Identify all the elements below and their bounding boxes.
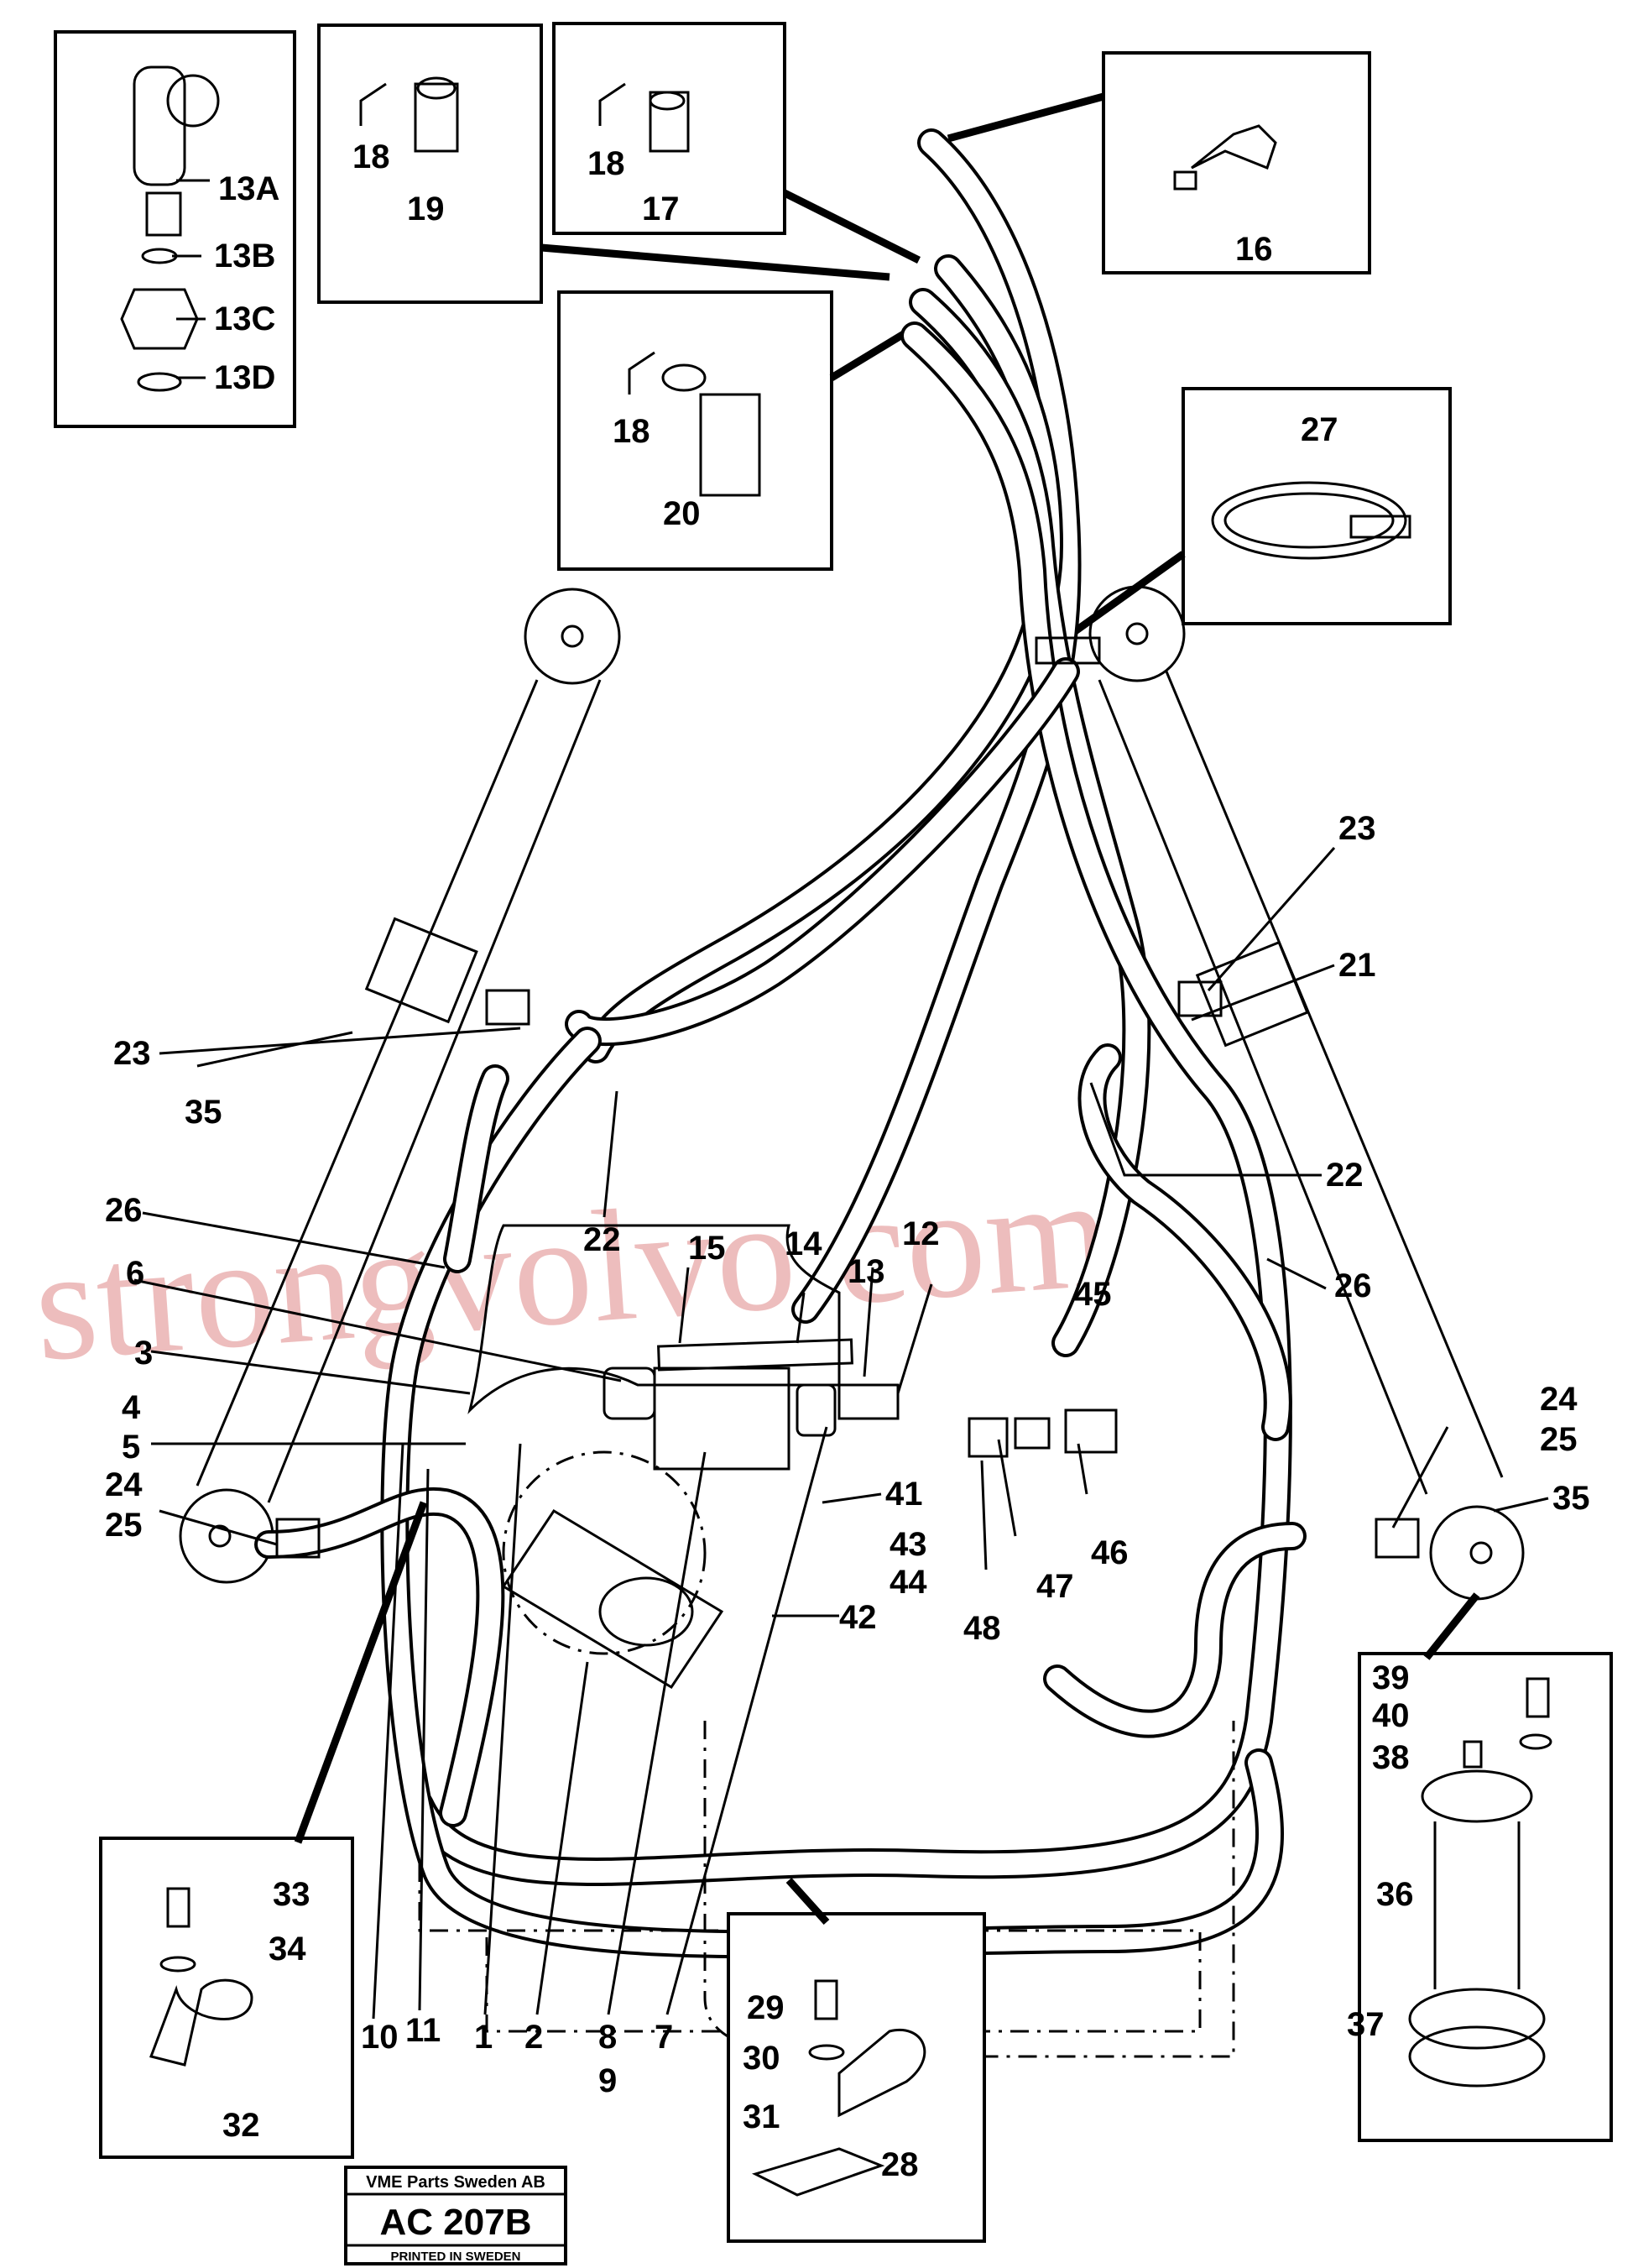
callout-13: 13 (848, 1253, 885, 1290)
frame-outline (418, 1863, 1202, 2033)
callout-12: 12 (902, 1215, 940, 1252)
callout-26-left: 26 (105, 1192, 143, 1229)
hose-clamp (1035, 636, 1101, 665)
callout-21: 21 (1338, 947, 1376, 984)
callout-10: 10 (361, 2019, 399, 2056)
callout-34: 34 (269, 1931, 306, 1968)
detail-box-32 (99, 1837, 354, 2159)
callout-7: 7 (655, 2019, 673, 2056)
callout-40: 40 (1372, 1697, 1410, 1734)
callout-26-right: 26 (1334, 1267, 1372, 1304)
callout-13A: 13A (218, 170, 279, 207)
pointer-27 (1063, 551, 1186, 641)
pointer-32 (294, 1501, 428, 1844)
stamp-footer: PRINTED IN SWEDEN (390, 2250, 520, 2264)
hose-bundle (254, 128, 1307, 1959)
callout-6: 6 (126, 1255, 144, 1292)
callout-39: 39 (1372, 1659, 1410, 1696)
callout-25-left: 25 (105, 1507, 143, 1544)
callout-29: 29 (747, 1989, 785, 2026)
callout-37: 37 (1347, 2006, 1385, 2043)
callout-24-left: 24 (105, 1466, 143, 1503)
callout-20: 20 (663, 495, 701, 532)
callout-31: 31 (743, 2098, 780, 2135)
callout-32: 32 (222, 2107, 260, 2144)
callout-35-left: 35 (185, 1094, 222, 1131)
callout-22-right: 22 (1326, 1157, 1364, 1194)
callout-4: 4 (122, 1389, 141, 1426)
fittings (275, 980, 1420, 1559)
callout-46: 46 (1091, 1534, 1129, 1571)
pointer-28 (785, 1877, 830, 1926)
callout-24-right: 24 (1540, 1381, 1578, 1418)
callout-1: 1 (474, 2019, 493, 2056)
callout-25-right: 25 (1540, 1421, 1578, 1458)
title-stamp: VME Parts Sweden AB AC 207B PRINTED IN S… (344, 2166, 567, 2265)
callout-33: 33 (273, 1876, 310, 1913)
callout-27: 27 (1301, 411, 1338, 448)
callout-14: 14 (785, 1225, 822, 1262)
callout-35-right: 35 (1552, 1480, 1590, 1517)
callout-43: 43 (890, 1526, 927, 1563)
callout-8: 8 (598, 2019, 617, 2056)
callout-13D: 13D (214, 359, 275, 396)
callout-23-right: 23 (1338, 810, 1376, 847)
callout-36: 36 (1376, 1876, 1414, 1913)
pointer-16 (947, 92, 1105, 143)
pointer-17 (782, 189, 921, 264)
detail-box-20 (557, 290, 833, 571)
callout-23-left: 23 (113, 1035, 151, 1072)
callout-18: 18 (352, 138, 390, 175)
callout-13B: 13B (214, 238, 275, 274)
callout-22-left: 22 (583, 1221, 621, 1258)
detail-box-13 (54, 30, 296, 428)
callout-38: 38 (1372, 1739, 1410, 1776)
callout-28: 28 (881, 2146, 919, 2183)
callout-labels: 13A 13B 13C 13D 18 19 18 17 16 18 20 27 … (105, 138, 1590, 2183)
callout-48: 48 (963, 1610, 1001, 1647)
callout-13C: 13C (214, 300, 275, 337)
callout-16: 16 (1235, 231, 1273, 268)
callout-42: 42 (839, 1599, 877, 1636)
callout-47: 47 (1036, 1568, 1074, 1605)
callout-17: 17 (642, 191, 680, 227)
callout-41: 41 (885, 1476, 923, 1513)
detail-box-36 (1358, 1652, 1613, 2142)
control-valve-block (467, 1224, 900, 1690)
callout-5: 5 (122, 1429, 140, 1466)
callout-18: 18 (587, 145, 625, 182)
callout-19: 19 (407, 191, 445, 227)
callout-18: 18 (613, 413, 650, 450)
detail-box-27 (1182, 387, 1452, 625)
callout-2: 2 (524, 2019, 543, 2056)
right-boom-arm (1088, 585, 1525, 1601)
callout-3: 3 (134, 1335, 153, 1372)
leader-lines (133, 179, 1549, 1617)
callout-15: 15 (688, 1230, 726, 1267)
bottom-leaders (372, 1426, 828, 2020)
callout-9: 9 (598, 2062, 617, 2099)
pointer-36 (1423, 1592, 1480, 1660)
pointer-19 (540, 243, 890, 281)
callout-45: 45 (1074, 1276, 1112, 1313)
callout-11: 11 (405, 2012, 441, 2049)
callout-44: 44 (890, 1564, 927, 1601)
detail-box-28 (727, 1912, 986, 2243)
left-boom-arm (179, 588, 621, 1584)
stamp-code: AC 207B (380, 2202, 532, 2243)
detail-box-17 (552, 22, 786, 235)
callout-30: 30 (743, 2040, 780, 2077)
detail-box-16 (1102, 51, 1371, 274)
stamp-company: VME Parts Sweden AB (366, 2173, 545, 2192)
pipe-14 (657, 1338, 853, 1372)
detail-box-19 (317, 24, 543, 304)
